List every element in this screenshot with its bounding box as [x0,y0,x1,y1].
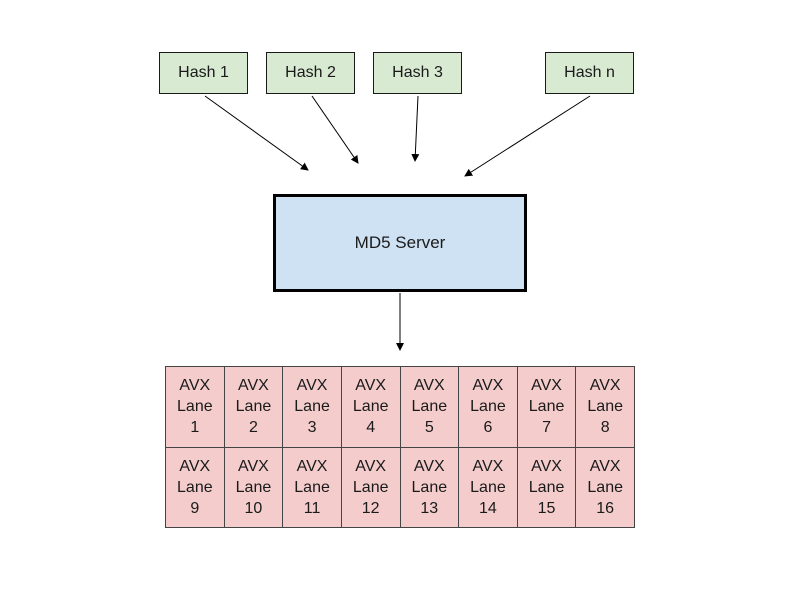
lane-number: 3 [307,419,317,437]
lane-text: AVX [531,457,562,475]
lane-text: AVX [238,457,269,475]
lane-text: Lane [294,398,330,416]
lane-text: Lane [352,398,389,416]
lane-text: AVX [531,377,562,395]
avx-lane-cell: AVX Lane 4 [341,367,401,448]
lane-text: AVX [413,457,445,475]
lane-text: Lane [470,478,506,496]
lane-number: 16 [596,499,615,517]
avx-lane-cell: AVX Lane 1 [166,367,225,448]
lane-number: 4 [366,419,376,437]
avx-lane-cell: AVX Lane 5 [400,367,460,448]
lane-number: 13 [420,499,439,517]
hash-label: Hash n [564,64,615,81]
arrow-hashn-to-server [464,95,591,177]
lane-text: Lane [528,478,565,496]
avx-lane-cell: AVX Lane 11 [283,447,342,528]
lane-number: 7 [542,419,552,437]
lane-text: AVX [296,377,328,395]
lane-text: AVX [472,377,504,395]
lane-text: AVX [413,377,445,395]
lane-number: 11 [303,499,321,517]
lane-number: 6 [483,419,493,437]
lane-text: Lane [352,478,389,496]
lane-number: 9 [190,499,200,517]
lane-text: AVX [179,377,211,395]
lane-text: Lane [235,478,272,496]
hash-label: Hash 1 [178,64,229,81]
lane-text: AVX [589,457,621,475]
lane-text: Lane [528,398,565,416]
avx-lane-cell: AVX Lane 14 [459,447,518,528]
lane-text: Lane [177,398,213,416]
lane-number: 8 [600,419,610,437]
lane-text: Lane [411,478,448,496]
hash-box-1: Hash 1 [159,52,248,94]
avx-lane-cell: AVX Lane 16 [576,447,635,528]
md5-server-box: MD5 Server [273,194,527,292]
lane-number: 15 [537,499,556,517]
arrow-hash2-to-server [311,95,359,164]
lane-number: 12 [361,499,380,517]
lane-text: Lane [470,398,506,416]
avx-lane-cell: AVX Lane 15 [517,447,577,528]
lane-number: 5 [424,419,434,437]
hash-label: Hash 2 [285,64,336,81]
avx-lane-cell: AVX Lane 9 [166,447,225,528]
hash-label: Hash 3 [392,64,443,81]
lane-number: 1 [190,419,200,437]
lane-text: AVX [179,457,211,475]
lane-text: AVX [589,377,621,395]
lane-number: 10 [244,499,263,517]
avx-lane-cell: AVX Lane 7 [517,367,577,448]
avx-lane-cell: AVX Lane 12 [341,447,401,528]
lane-number: 14 [479,499,497,517]
server-label: MD5 Server [354,233,446,252]
arrow-hash3-to-server [411,95,420,162]
avx-lane-cell: AVX Lane 10 [224,447,284,528]
avx-lane-cell: AVX Lane 2 [224,367,284,448]
lane-number: 2 [248,419,258,437]
lane-text: Lane [587,478,623,496]
lane-text: AVX [355,457,387,475]
avx-lane-cell: AVX Lane 3 [283,367,342,448]
lane-text: AVX [355,377,387,395]
hash-box-2: Hash 2 [266,52,355,94]
lane-text: Lane [587,398,623,416]
hash-box-3: Hash 3 [373,52,462,94]
lane-text: Lane [177,478,213,496]
lane-text: Lane [294,478,330,496]
hash-box-n: Hash n [545,52,634,94]
arrow-hash1-to-server [204,95,309,171]
avx-lane-cell: AVX Lane 8 [576,367,635,448]
lane-text: AVX [238,377,269,395]
avx-lane-cell: AVX Lane 13 [400,447,460,528]
lane-text: AVX [472,457,504,475]
lane-text: AVX [296,457,328,475]
lane-text: Lane [411,398,448,416]
lane-text: Lane [235,398,272,416]
avx-lane-cell: AVX Lane 6 [459,367,518,448]
